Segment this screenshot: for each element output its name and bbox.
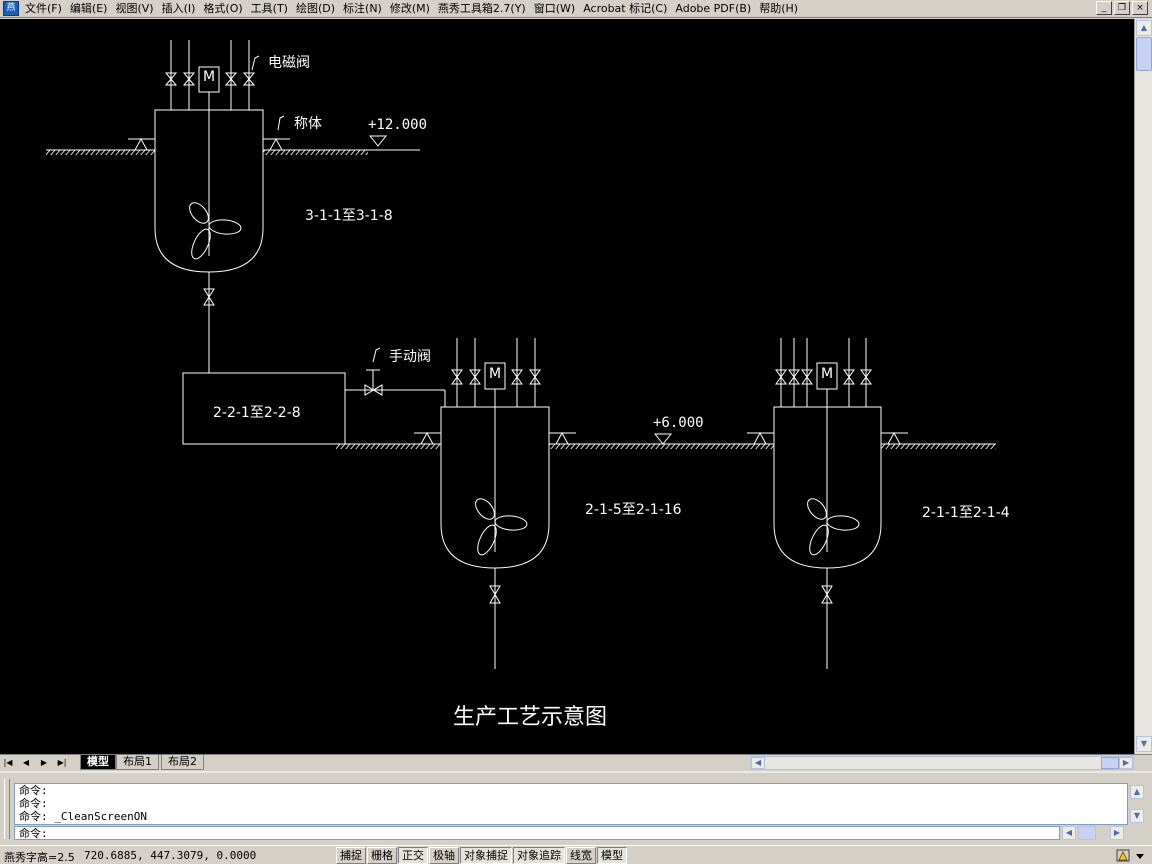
menu-items: 文件(F) 编辑(E) 视图(V) 插入(I) 格式(O) 工具(T) 绘图(D) 标注(N)…	[24, 0, 805, 18]
cursor-coordinates: 720.6885, 447.3079, 0.0000	[84, 849, 257, 862]
tank-3	[747, 338, 908, 669]
status-toggle[interactable]: 捕捉	[336, 847, 366, 864]
horizontal-scrollbar[interactable]: ◀ ▶	[750, 756, 1134, 770]
menu-item[interactable]: 格式(O)	[203, 2, 243, 15]
status-toggle[interactable]: 正交	[398, 847, 428, 864]
command-history: 命令: 命令: 命令: _CleanScreenON	[14, 783, 1128, 825]
drafting-toggles: 捕捉栅格正交极轴对象捕捉对象追踪线宽模型	[336, 847, 627, 864]
buffer-tank-label: 2-2-1至2-2-8	[213, 405, 301, 421]
scroll-right-icon[interactable]: ▶	[1119, 757, 1133, 769]
tab-model[interactable]: 模型	[80, 755, 116, 770]
tab-layout2[interactable]: 布局2	[161, 755, 204, 770]
cmd-scroll-left-icon[interactable]: ◀	[1062, 826, 1076, 840]
command-window: 命令: 命令: 命令: _CleanScreenON ▲ ▼ 命令: ◀ ▶	[0, 771, 1152, 844]
tank-3-label: 2-1-1至2-1-4	[922, 505, 1010, 521]
elevation-mid-label: +6.000	[653, 415, 704, 431]
elevation-top-label: +12.000	[368, 117, 428, 133]
status-toggle[interactable]: 栅格	[367, 847, 397, 864]
drawing-title: 生产工艺示意图	[453, 705, 608, 730]
minimize-button[interactable]: _	[1096, 1, 1112, 15]
horizontal-scroll-thumb[interactable]	[1101, 757, 1119, 769]
cmd-scroll-thumb[interactable]	[1078, 826, 1096, 840]
ground-level-6	[336, 433, 996, 449]
tank-1	[46, 40, 420, 373]
vertical-scroll-thumb[interactable]	[1136, 37, 1152, 71]
cmd-scroll-right-icon[interactable]: ▶	[1110, 826, 1124, 840]
scroll-up-icon[interactable]: ▲	[1136, 20, 1152, 36]
text-height-note: 燕秀字高=2.5	[4, 851, 75, 864]
first-tab-icon[interactable]: |◀	[3, 758, 13, 767]
menu-item[interactable]: 插入(I)	[161, 2, 196, 15]
status-toggle[interactable]: 模型	[597, 847, 627, 864]
tab-layout1[interactable]: 布局1	[116, 755, 159, 770]
close-button[interactable]: ×	[1132, 1, 1148, 15]
menu-item[interactable]: 修改(M)	[389, 2, 430, 15]
motor-label-2: M	[489, 366, 502, 382]
menu-item[interactable]: 绘图(D)	[295, 2, 336, 15]
prev-tab-icon[interactable]: ◀	[22, 758, 30, 767]
status-toggle[interactable]: 极轴	[429, 847, 459, 864]
command-window-grip[interactable]	[4, 779, 10, 839]
scroll-left-icon[interactable]: ◀	[751, 757, 765, 769]
menu-item[interactable]: 文件(F)	[25, 2, 62, 15]
menu-item[interactable]: 工具(T)	[250, 2, 288, 15]
next-tab-icon[interactable]: ▶	[40, 758, 48, 767]
menu-item[interactable]: Acrobat 标记(C)	[583, 2, 668, 15]
status-toggle[interactable]: 对象捕捉	[460, 847, 512, 864]
vertical-scrollbar[interactable]: ▲ ▼	[1134, 19, 1152, 754]
history-scroll-up-icon[interactable]: ▲	[1130, 785, 1144, 799]
window-controls: _ ❐ ×	[1096, 1, 1148, 15]
history-scroll-down-icon[interactable]: ▼	[1130, 809, 1144, 823]
tray-icon[interactable]	[1114, 848, 1148, 863]
status-bar: 燕秀字高=2.5 720.6885, 447.3079, 0.0000 捕捉栅格…	[0, 845, 1152, 864]
command-history-line: 命令:	[19, 797, 48, 810]
buffer-tank	[182, 347, 446, 445]
tank-2-label: 2-1-5至2-1-16	[585, 502, 682, 518]
menu-item[interactable]: 燕秀工具箱2.7(Y)	[437, 2, 526, 15]
motor-label-3: M	[821, 366, 834, 382]
motor-label-1: M	[203, 69, 216, 85]
command-history-line: 命令: _CleanScreenON	[19, 810, 147, 823]
command-input[interactable]: 命令:	[14, 826, 1060, 840]
menu-item[interactable]: 帮助(H)	[759, 2, 799, 15]
layout-tab-bar: |◀ ◀ ▶ ▶| 模型 布局1 布局2 ◀ ▶	[0, 754, 1152, 770]
last-tab-icon[interactable]: ▶|	[57, 758, 67, 767]
scroll-down-icon[interactable]: ▼	[1136, 736, 1152, 752]
menu-item[interactable]: Adobe PDF(B)	[675, 2, 752, 15]
restore-button[interactable]: ❐	[1114, 1, 1130, 15]
process-diagram	[46, 40, 996, 669]
app-icon[interactable]: 燕	[3, 1, 19, 16]
tank-1-label: 3-1-1至3-1-8	[305, 208, 393, 224]
manual-valve-label: 手动阀	[389, 349, 431, 365]
menu-bar: 燕 文件(F) 编辑(E) 视图(V) 插入(I) 格式(O) 工具(T) 绘图(D) 标注(…	[0, 0, 1152, 18]
menu-item[interactable]: 窗口(W)	[533, 2, 576, 15]
menu-item[interactable]: 标注(N)	[343, 2, 382, 15]
menu-item[interactable]: 视图(V)	[115, 2, 154, 15]
drawing-canvas[interactable]: M M M 电磁阀 称体 +12.000 3-1-1至3-1-8 2-2-1至2…	[0, 19, 1134, 754]
command-history-line: 命令:	[19, 784, 48, 797]
weighing-label: 称体	[294, 116, 322, 132]
menu-item[interactable]: 编辑(E)	[69, 2, 108, 15]
status-toggle[interactable]: 对象追踪	[513, 847, 565, 864]
solenoid-valve-label: 电磁阀	[268, 55, 310, 71]
status-toggle[interactable]: 线宽	[566, 847, 596, 864]
tank-2	[414, 338, 576, 669]
